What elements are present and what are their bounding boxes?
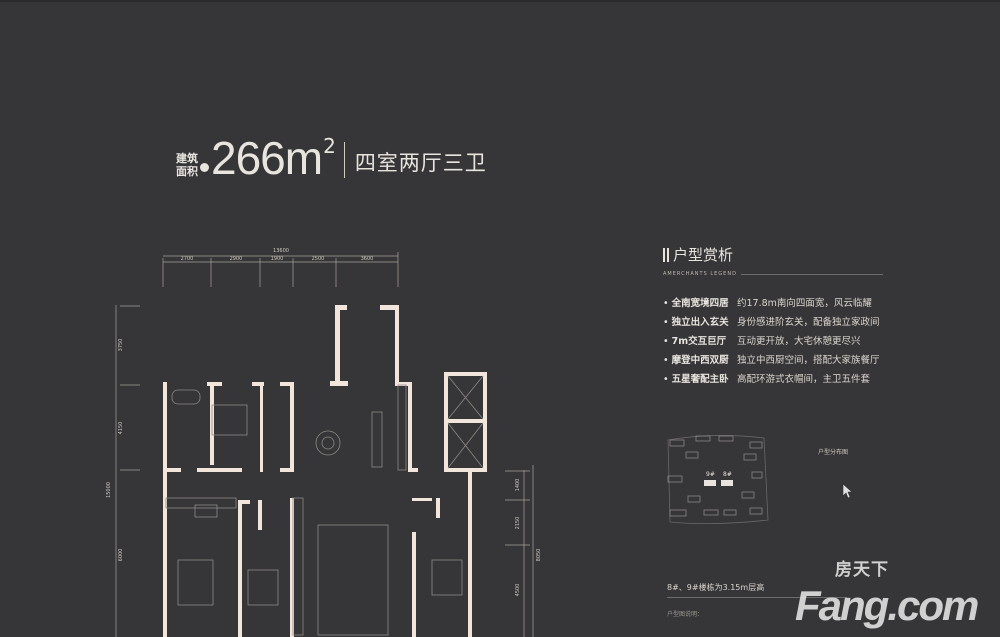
area-label: 建筑 面积 <box>176 152 200 178</box>
dim-top: 1900 <box>271 256 284 262</box>
area-unit-sup: 2 <box>323 134 336 158</box>
mouse-cursor-icon <box>842 483 853 499</box>
dim-right: 4500 <box>515 584 521 597</box>
approx-icon <box>200 163 209 172</box>
dim-left-total: 15000 <box>106 482 112 498</box>
area-heading: 建筑 面积 266 m 2 四室两厅三卫 <box>176 132 487 184</box>
area-label-line2: 面积 <box>176 165 198 178</box>
feature-key: 7m交互巨厅 <box>663 333 737 352</box>
walls <box>163 305 487 637</box>
floor-height-note: 8#、9#楼栋为3.15m层高 <box>667 583 765 592</box>
dim-top: 3600 <box>361 256 374 262</box>
feature-value: 身份感进阶玄关，配备独立家政间 <box>737 317 880 328</box>
dim-left: 6000 <box>118 549 124 562</box>
feature-key: 摩登中西双厨 <box>663 352 737 371</box>
site-plan-label: 户型分布图 <box>818 447 848 456</box>
dim-right: 1400 <box>515 479 521 492</box>
dim-left: 4150 <box>118 422 124 435</box>
panel-title: 户型赏析 <box>663 244 913 265</box>
building-8-label: 8# <box>723 471 732 478</box>
note-divider <box>667 597 847 598</box>
dim-top: 2900 <box>230 256 243 262</box>
feature-key: 全南宽境四居 <box>663 295 737 314</box>
building-9-label: 9# <box>706 471 715 478</box>
note-title: 户型图说明： <box>667 611 704 618</box>
site-plan: 9# 8# <box>667 435 769 524</box>
dim-left: 3750 <box>118 339 124 352</box>
dim-right-total: 8050 <box>536 549 542 562</box>
dimension-labels: 13600 2700 2900 1900 2500 3600 3750 4150… <box>106 248 542 596</box>
dimension-lines <box>115 252 534 637</box>
panel-subtitle: AMERCHANTS LEGEND <box>663 271 883 277</box>
panel-subtitle-text: AMERCHANTS LEGEND <box>663 271 737 277</box>
dim-top: 2500 <box>312 256 325 262</box>
layout-type: 四室两厅三卫 <box>354 151 487 175</box>
panel-title-text: 户型赏析 <box>673 246 734 264</box>
area-label-line1: 建筑 <box>176 152 198 165</box>
floor-plan: 13600 2700 2900 1900 2500 3600 3750 4150… <box>106 248 542 637</box>
building-8-marker <box>721 480 733 486</box>
feature-key: 五星奢配主卧 <box>663 371 737 390</box>
dim-right: 2150 <box>515 517 521 530</box>
area-value: 266 <box>211 132 286 184</box>
top-border <box>0 0 1000 2</box>
watermark-en: Fang.com <box>795 582 979 629</box>
dim-top-total: 13600 <box>273 248 289 254</box>
divider <box>343 142 345 178</box>
title-bars-icon <box>663 247 669 262</box>
feature-value: 约17.8m南向四面宽，风云临耀 <box>737 298 872 309</box>
feature-value: 独立中西厨空间，搭配大家族餐厅 <box>737 355 880 366</box>
unit-analysis-panel: 户型赏析 AMERCHANTS LEGEND 全南宽境四居约17.8m南向四面宽… <box>663 244 913 390</box>
furniture <box>165 375 484 636</box>
feature-key: 独立出入玄关 <box>663 314 737 333</box>
feature-value: 互动更开放，大宅休憩更尽兴 <box>737 336 861 347</box>
site-plan-label-text: 户型分布图 <box>818 449 849 456</box>
dim-top: 2700 <box>181 256 194 262</box>
watermark-cn: 房天下 <box>835 560 889 579</box>
building-9-marker <box>704 480 716 486</box>
area-unit: m <box>284 132 324 184</box>
subtitle-line <box>740 273 883 275</box>
feature-value: 高配环游式衣帽间，主卫五件套 <box>737 374 871 385</box>
